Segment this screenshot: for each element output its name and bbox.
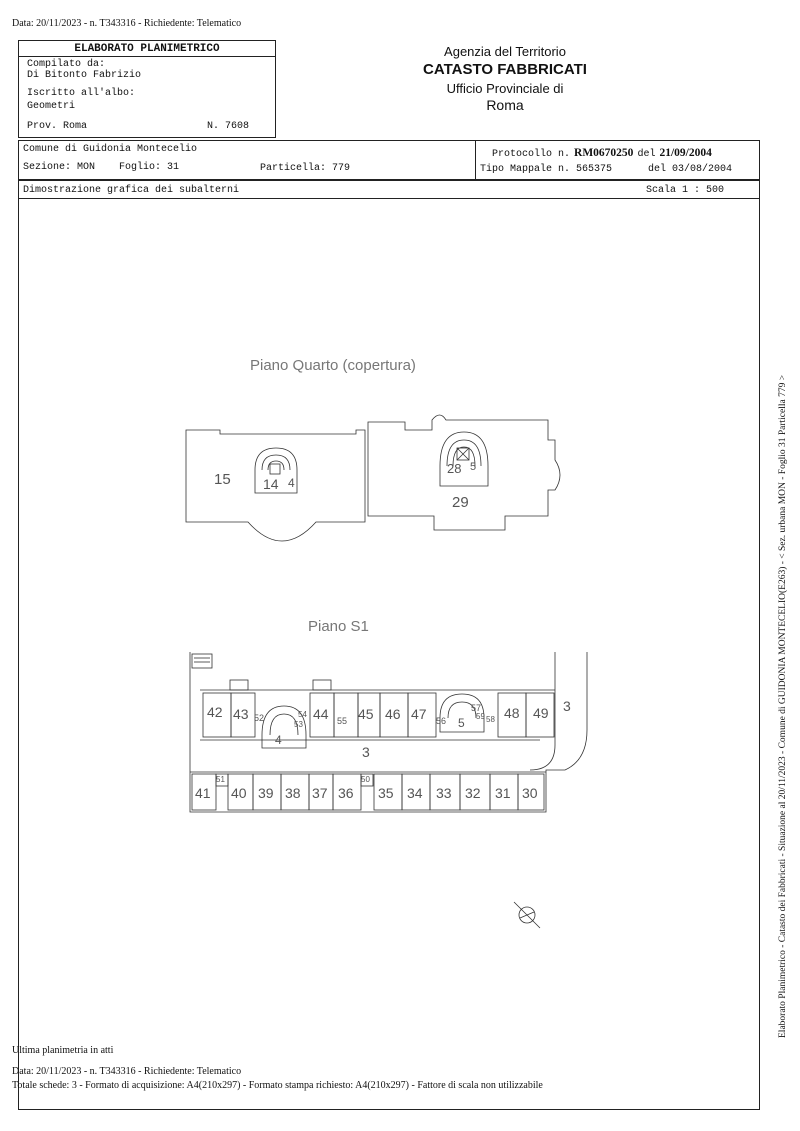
unit-52: 52 [254, 713, 265, 723]
unit-41: 41 [195, 785, 211, 801]
protocollo-date: 21/09/2004 [659, 147, 712, 159]
unit-38: 38 [285, 785, 301, 801]
header-left-box: ELABORATO PLANIMETRICO Compilato da: Di … [18, 40, 276, 138]
unit-34: 34 [407, 785, 423, 801]
unit-30: 30 [522, 785, 538, 801]
info-divider [475, 140, 476, 180]
unit-31: 31 [495, 785, 511, 801]
prov-label: Prov. Roma [27, 121, 88, 132]
info-box [18, 140, 760, 180]
protocollo-del: del [637, 149, 656, 160]
piano-s1-title: Piano S1 [308, 618, 369, 635]
main-frame [18, 180, 760, 1110]
compilato-name: Di Bitonto Fabrizio [27, 70, 142, 81]
unit-44: 44 [313, 706, 329, 722]
footer-totale-line: Totale schede: 3 - Formato di acquisizio… [12, 1080, 543, 1091]
corridor-3-right: 3 [563, 698, 571, 714]
iscritto-label: Iscritto all'albo: [27, 88, 136, 99]
unit-57: 57 [471, 703, 482, 713]
tipo-mappale-date: del 03/08/2004 [648, 164, 733, 175]
unit-4-roof: 4 [288, 476, 295, 490]
protocollo-label: Protocollo n. [492, 149, 571, 160]
unit-36: 36 [338, 785, 354, 801]
unit-49: 49 [533, 705, 549, 721]
unit-48: 48 [504, 705, 520, 721]
unit-58: 58 [486, 715, 495, 724]
catasto-title: CATASTO FABBRICATI [423, 61, 587, 78]
north-arrow-icon [518, 906, 536, 924]
unit-32: 32 [465, 785, 481, 801]
roof-block-right [367, 414, 561, 531]
unit-29: 29 [452, 494, 469, 511]
s1-stair-left [261, 705, 307, 749]
unit-37: 37 [312, 785, 328, 801]
unit-54: 54 [298, 710, 307, 719]
s1-stair-right [439, 693, 485, 733]
foglio-label: Foglio: 31 [119, 162, 180, 173]
sezione-label: Sezione: MON [23, 162, 96, 173]
unit-14: 14 [263, 476, 279, 492]
stair-4-s1: 4 [275, 733, 282, 747]
unit-39: 39 [258, 785, 274, 801]
dimostrazione-divider [18, 198, 760, 199]
unit-46: 46 [385, 706, 401, 722]
protocollo-number: RM0670250 [574, 147, 634, 159]
unit-56: 56 [436, 716, 447, 726]
unit-45: 45 [358, 706, 374, 722]
ufficio-line: Ufficio Provinciale di [446, 81, 564, 96]
unit-51: 51 [216, 775, 225, 784]
roof-block-left [185, 429, 366, 542]
stair-5-s1: 5 [458, 716, 465, 730]
unit-15: 15 [214, 471, 231, 488]
protocollo-row: Protocollo n. RM0670250 del 21/09/2004 [492, 143, 712, 161]
corridor-3-center: 3 [362, 744, 370, 760]
agency-header: Agenzia del Territorio CATASTO FABBRICAT… [380, 44, 630, 113]
city-line: Roma [486, 97, 524, 113]
roof-stair-right [439, 431, 489, 487]
ultima-planimetria: Ultima planimetria in atti [12, 1045, 114, 1056]
roof-stair-left [254, 447, 298, 494]
unit-42: 42 [207, 704, 223, 720]
unit-28: 28 [447, 461, 462, 476]
top-request-line: Data: 20/11/2023 - n. T343316 - Richiede… [12, 18, 242, 29]
dimostrazione-label: Dimostrazione grafica dei subalterni [23, 185, 240, 196]
particella-label: Particella: 779 [260, 163, 351, 174]
unit-33: 33 [436, 785, 452, 801]
agency-line: Agenzia del Territorio [444, 44, 566, 59]
unit-43: 43 [233, 706, 249, 722]
unit-53: 53 [294, 720, 303, 729]
unit-40: 40 [231, 785, 247, 801]
tipo-mappale: Tipo Mappale n. 565375 [480, 164, 613, 175]
compilato-label: Compilato da: [27, 59, 106, 70]
piano-quarto-title: Piano Quarto (copertura) [250, 357, 416, 374]
side-caption: Elaborato Planimetrico - Catasto dei Fab… [778, 374, 788, 1038]
footer-data-line: Data: 20/11/2023 - n. T343316 - Richiede… [12, 1066, 242, 1077]
albo-number: N. 7608 [207, 121, 250, 132]
unit-47: 47 [411, 706, 427, 722]
iscritto-value: Geometri [27, 101, 76, 112]
scale-label: Scala 1 : 500 [646, 185, 725, 196]
unit-5-roof: 5 [470, 461, 477, 473]
unit-50: 50 [361, 775, 370, 784]
s1-outline [189, 652, 588, 813]
unit-59: 59 [476, 712, 485, 721]
elaborato-title: ELABORATO PLANIMETRICO [19, 42, 275, 57]
unit-35: 35 [378, 785, 394, 801]
unit-55: 55 [337, 716, 348, 726]
comune-label: Comune di Guidonia Montecelio [23, 144, 198, 155]
